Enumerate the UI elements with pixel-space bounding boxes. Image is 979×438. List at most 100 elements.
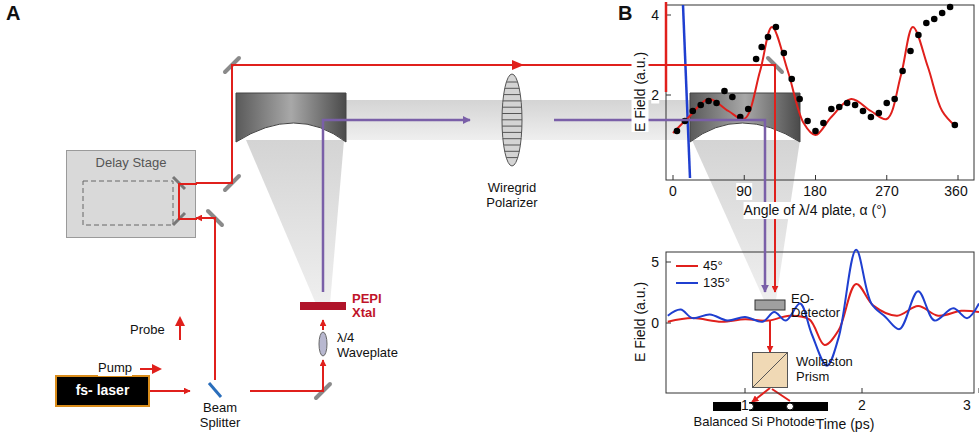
data-point <box>796 96 803 103</box>
data-point <box>876 110 883 117</box>
data-point <box>705 98 712 105</box>
photodiode <box>787 403 794 410</box>
tick <box>666 95 671 96</box>
laser-beam-path <box>250 360 323 391</box>
data-point <box>828 106 835 113</box>
panel-label: Probe <box>130 322 165 338</box>
data-point <box>860 108 867 115</box>
tick <box>815 175 816 180</box>
trace-45 <box>668 284 979 345</box>
plot-frame <box>666 5 974 180</box>
eo-crystal <box>755 300 785 310</box>
tick-label: Time (ps) <box>816 416 875 433</box>
beam-splitter: Beam Splitter <box>190 380 250 430</box>
data-point <box>812 128 819 135</box>
tick-label: 1 <box>741 397 749 414</box>
node-label: Wiregrid Polarizer <box>470 180 554 210</box>
data-point <box>773 24 780 31</box>
data-point <box>891 96 898 103</box>
data-point <box>713 100 720 107</box>
node-label: λ/4 Waveplate <box>337 330 406 360</box>
wiregrid-polarizer: Wiregrid Polarizer <box>470 68 554 210</box>
data-point <box>674 128 681 135</box>
panel-label: B <box>618 2 632 25</box>
wire <box>502 132 521 133</box>
data-point <box>907 48 914 55</box>
laser-beam-path <box>752 388 770 402</box>
data-point <box>952 122 959 129</box>
trace-135 <box>668 250 979 366</box>
wire <box>502 113 522 114</box>
data-point <box>844 100 851 107</box>
data-point <box>836 104 843 111</box>
prism-interface <box>753 353 788 388</box>
tick <box>666 262 671 263</box>
wire <box>502 107 521 108</box>
wire <box>506 157 518 158</box>
eo-detector: EO-Detector <box>755 292 850 320</box>
polarizer-frame <box>502 74 522 166</box>
plot-frame <box>666 252 974 393</box>
node-label: PEPI Xtal <box>352 292 395 320</box>
thz-beam-path <box>554 120 765 292</box>
data-point <box>788 76 795 83</box>
data-point <box>765 34 772 41</box>
data-point <box>923 20 930 27</box>
thz-beam <box>246 140 344 304</box>
tick-label: 270 <box>875 183 898 200</box>
delay-stage: Delay Stage <box>66 150 196 238</box>
tick-label: 90 <box>736 183 752 200</box>
wire <box>505 88 519 89</box>
data-point <box>781 50 788 57</box>
stage-track <box>83 181 173 225</box>
data-point <box>753 56 760 63</box>
probe-ray <box>772 389 790 401</box>
blue-line <box>683 5 690 178</box>
crystal-slab <box>300 302 346 310</box>
tick-label: Angle of λ/4 plate, α (°) <box>744 202 887 219</box>
axis-title: E Field (a.u.) <box>632 52 649 132</box>
legend-line <box>676 265 698 267</box>
crystal: PEPI Xtal <box>300 292 395 320</box>
plots <box>666 2 979 393</box>
node-label: Delay Stage <box>71 155 191 170</box>
tick <box>745 388 746 393</box>
tick-label: 360 <box>944 183 967 200</box>
laser-beam-path <box>196 65 775 292</box>
wollaston-prism: Wollaston Prism <box>752 352 862 388</box>
tick-label: 0 <box>651 315 659 332</box>
data-point <box>939 10 946 17</box>
laser-beam-path <box>769 320 771 352</box>
node-label: fs- laser <box>61 383 144 398</box>
data-point <box>883 100 890 107</box>
splitter-plate <box>209 383 221 397</box>
tick <box>958 175 959 180</box>
axis-mark <box>665 2 668 92</box>
data-point <box>868 114 875 121</box>
waveplate-disc <box>319 332 327 356</box>
data-point <box>931 16 938 23</box>
prism-body <box>753 353 788 388</box>
tick-label: 4 <box>651 7 659 24</box>
data-point <box>745 106 752 113</box>
data-point <box>820 120 827 127</box>
legend-text: 135° <box>703 275 730 291</box>
data-point <box>915 32 922 39</box>
axis-title: E Field (a.u.) <box>632 282 649 362</box>
wire <box>504 145 521 146</box>
waveplate: λ/4 Waveplate <box>311 330 406 360</box>
legend-text: 45° <box>703 258 723 274</box>
tick-label: 0 <box>669 183 677 200</box>
laser-beam-path <box>322 320 324 330</box>
data-point <box>758 44 765 51</box>
tick-label: 3 <box>963 397 971 414</box>
legend-line <box>676 282 698 284</box>
data-point <box>689 108 696 115</box>
wire <box>502 126 522 127</box>
wire <box>506 82 517 83</box>
thz-beam <box>692 140 800 300</box>
tick <box>673 175 674 180</box>
tick <box>886 175 887 180</box>
panel-label: A <box>6 2 20 25</box>
